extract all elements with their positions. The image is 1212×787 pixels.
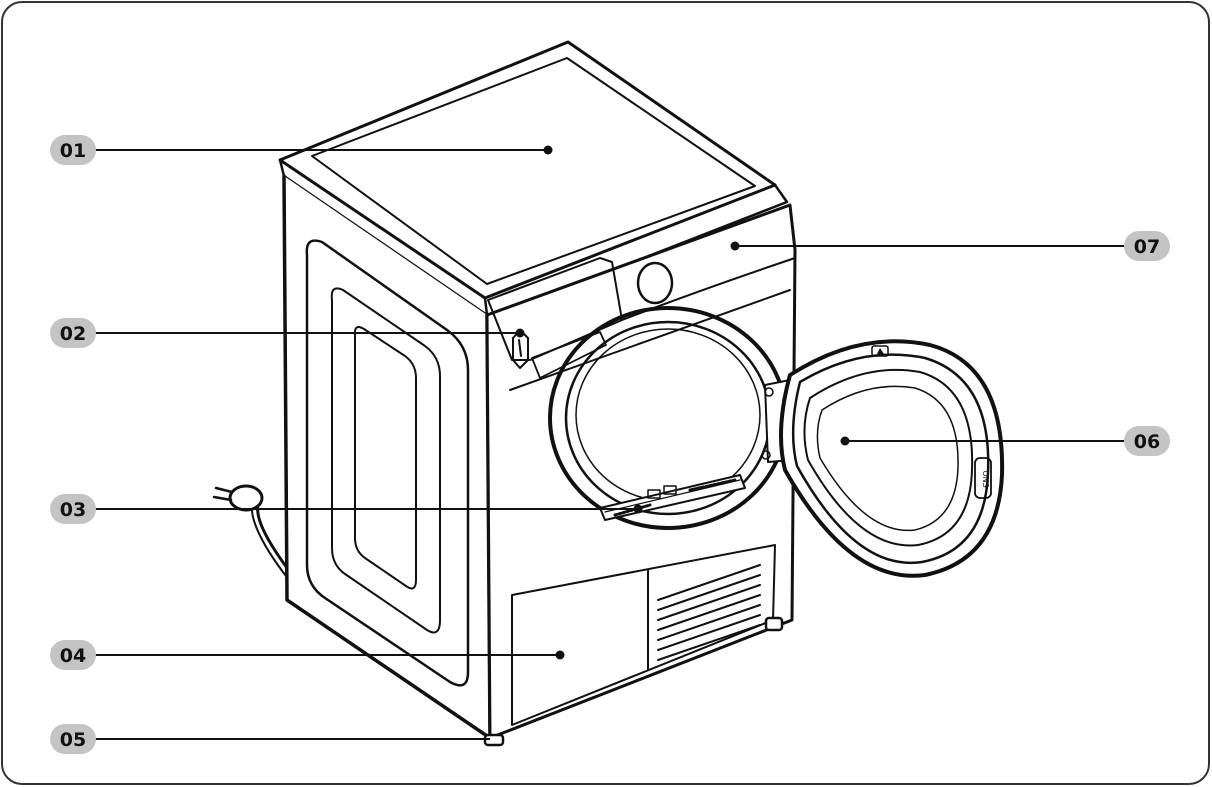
- leader-dot: [840, 436, 850, 446]
- open-door: ONS: [779, 339, 1005, 578]
- leader-dot: [555, 650, 565, 660]
- adjustable-feet: [483, 616, 784, 747]
- callout-badge: [50, 135, 96, 165]
- callout-label: 05: [60, 729, 86, 751]
- leader-dot: [633, 504, 643, 514]
- dryer-illustration: ONS: [212, 40, 1005, 747]
- callout-badge: [1124, 231, 1170, 261]
- callout-04: 04: [50, 640, 565, 670]
- leader-dot: [730, 241, 740, 251]
- callout-06: 06: [840, 426, 1170, 456]
- callout-02: 02: [50, 318, 525, 348]
- callout-label: 03: [60, 499, 86, 521]
- callout-badge: [50, 318, 96, 348]
- callout-badge: [50, 640, 96, 670]
- callout-05: 05: [50, 724, 490, 754]
- callout-label: 06: [1134, 431, 1160, 453]
- callout-badge: [50, 724, 96, 754]
- callout-label: 01: [60, 140, 86, 162]
- door-label-text: ONS: [981, 470, 990, 487]
- callout-03: 03: [50, 494, 643, 524]
- callout-07: 07: [730, 231, 1170, 261]
- callout-label: 02: [60, 323, 86, 345]
- callout-badge: [1124, 426, 1170, 456]
- callout-label: 07: [1134, 236, 1160, 258]
- callout-badge: [50, 494, 96, 524]
- leader-dot: [543, 145, 553, 155]
- callout-01: 01: [50, 135, 553, 165]
- callout-label: 04: [60, 645, 86, 667]
- callouts: 01 02 03 04 05: [50, 135, 1170, 754]
- leader-dot: [515, 328, 525, 338]
